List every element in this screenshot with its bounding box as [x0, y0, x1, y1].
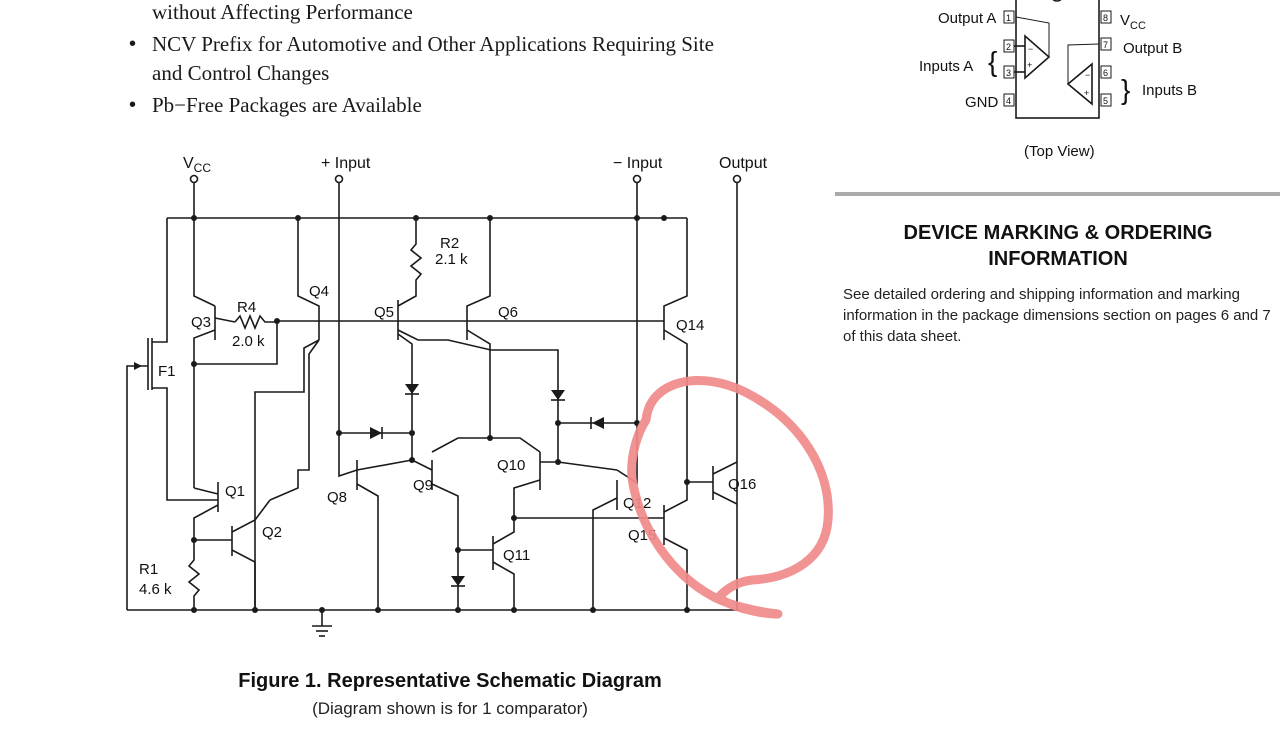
label-q8: Q8 [327, 489, 347, 506]
label-q14: Q14 [676, 317, 704, 334]
svg-text:−: − [1085, 70, 1090, 80]
feature-partial-line: without Affecting Performance [152, 0, 413, 24]
label-r4-value: 2.0 k [232, 333, 265, 350]
bullet-dot: • [129, 33, 137, 55]
label-r1-value: 4.6 k [139, 581, 172, 598]
svg-text:{: { [988, 46, 997, 77]
label-q10: Q10 [497, 457, 525, 474]
circuit [126, 174, 742, 637]
pin-1: 1 [1006, 13, 1011, 23]
pin-8: 8 [1103, 13, 1108, 23]
svg-text:+: + [1084, 88, 1089, 98]
marking-text: See detailed ordering and shipping infor… [843, 286, 1271, 345]
pin-7: 7 [1103, 40, 1108, 50]
label-r4: R4 [237, 299, 256, 316]
label-q4: Q4 [309, 283, 329, 300]
section-divider [835, 192, 1280, 196]
pin-3: 3 [1006, 68, 1011, 78]
bullet-dot: • [129, 94, 137, 116]
label-q9: Q9 [413, 477, 433, 494]
annotation-circle [627, 376, 833, 619]
label-r2-value: 2.1 k [435, 251, 468, 268]
label-q16: Q16 [728, 476, 756, 493]
pin-label-gnd: GND [965, 94, 999, 111]
pin-4: 4 [1006, 96, 1011, 106]
pin-5: 5 [1103, 96, 1108, 106]
label-f1: F1 [158, 363, 176, 380]
label-vcc: VCC [183, 155, 211, 175]
label-q1: Q1 [225, 483, 245, 500]
label-minus-input: − Input [613, 155, 663, 172]
figure-subtitle: (Diagram shown is for 1 comparator) [312, 699, 588, 718]
feature-bullet-1-line2: and Control Changes [152, 61, 330, 85]
pinout-diagram: 1 2 3 4 5 6 7 8 − + − + Output A Inputs … [919, 0, 1197, 160]
pin-label-output-a: Output A [938, 10, 996, 27]
label-q6: Q6 [498, 304, 518, 321]
pin-6: 6 [1103, 68, 1108, 78]
pinout-view-label: (Top View) [1024, 143, 1095, 160]
label-q5: Q5 [374, 304, 394, 321]
label-r1: R1 [139, 561, 158, 578]
pin-2: 2 [1006, 42, 1011, 52]
label-q2: Q2 [262, 524, 282, 541]
label-output: Output [719, 155, 768, 172]
svg-text:−: − [1028, 44, 1033, 54]
feature-bullet-1-line1: NCV Prefix for Automotive and Other Appl… [152, 32, 714, 56]
label-q3: Q3 [191, 314, 211, 331]
marking-heading-line1: DEVICE MARKING & ORDERING [903, 222, 1213, 244]
figure-title: Figure 1. Representative Schematic Diagr… [238, 670, 662, 692]
svg-text:+: + [1027, 60, 1032, 70]
pin-label-inputs-a: Inputs A [919, 58, 973, 75]
label-r2: R2 [440, 235, 459, 252]
svg-text:}: } [1121, 74, 1130, 105]
pin-label-vcc: VCC [1120, 12, 1146, 32]
ground-icon [312, 610, 332, 637]
label-q11: Q11 [503, 547, 530, 564]
feature-bullet-2: Pb−Free Packages are Available [152, 93, 422, 117]
pin-label-output-b: Output B [1123, 40, 1182, 57]
marking-heading-line2: INFORMATION [988, 248, 1128, 270]
pin-label-inputs-b: Inputs B [1142, 82, 1197, 99]
label-plus-input: + Input [321, 155, 371, 172]
